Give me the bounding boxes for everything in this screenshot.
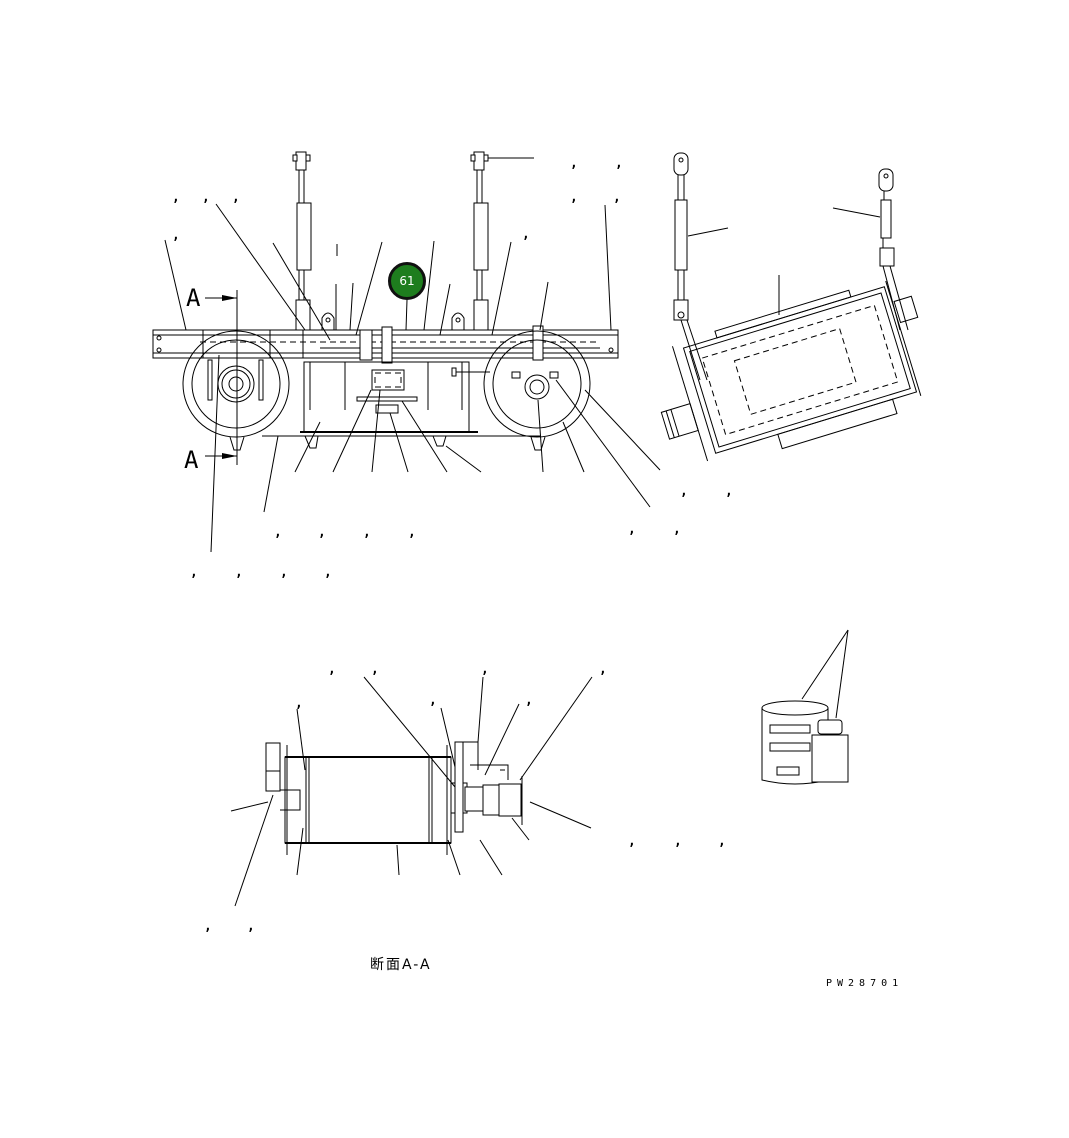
svg-text:,: , <box>615 156 623 171</box>
svg-text:,: , <box>680 484 688 499</box>
svg-text:,: , <box>525 693 533 708</box>
front-view: A A <box>152 151 661 553</box>
svg-text:,: , <box>570 156 578 171</box>
right-wheel <box>483 330 591 451</box>
svg-text:,: , <box>363 525 371 540</box>
section-label: 断面A-A <box>370 957 432 973</box>
section-letter-top: A <box>186 284 201 312</box>
svg-text:,: , <box>429 693 437 708</box>
svg-text:,: , <box>202 190 210 205</box>
svg-text:,: , <box>318 525 326 540</box>
leader-lines-front <box>164 203 661 553</box>
svg-text:,: , <box>613 190 621 205</box>
svg-text:,: , <box>673 522 681 537</box>
svg-text:,: , <box>628 834 636 849</box>
svg-text:,: , <box>522 227 530 242</box>
svg-text:,: , <box>324 565 332 580</box>
svg-text:,: , <box>674 834 682 849</box>
svg-text:,: , <box>408 525 416 540</box>
svg-text:,: , <box>718 834 726 849</box>
svg-text:,: , <box>328 662 336 677</box>
svg-text:,: , <box>481 662 489 677</box>
right-suspension-rod <box>470 151 534 331</box>
svg-text:,: , <box>232 190 240 205</box>
consumables-icon <box>761 629 849 785</box>
svg-text:,: , <box>570 190 578 205</box>
frame-beam <box>152 312 619 364</box>
svg-text:,: , <box>247 919 255 934</box>
tilted-view <box>660 152 922 462</box>
drawing-id: PW28701 <box>826 978 904 989</box>
svg-text:,: , <box>190 565 198 580</box>
callout-number: 61 <box>399 274 415 288</box>
reference-label-separators: ,, ,,, ,, ,, ,, ,, ,,,, ,,,, ,,,, ,,, ,,… <box>172 156 733 934</box>
svg-text:,: , <box>280 565 288 580</box>
section-marker: A A <box>184 284 238 474</box>
svg-text:,: , <box>172 228 180 243</box>
central-housing <box>262 361 540 449</box>
section-a-a-view <box>230 676 593 907</box>
svg-text:,: , <box>371 662 379 677</box>
svg-text:,: , <box>599 662 607 677</box>
svg-text:,: , <box>274 525 282 540</box>
svg-text:,: , <box>725 484 733 499</box>
svg-text:,: , <box>235 565 243 580</box>
section-letter-bottom: A <box>184 446 199 474</box>
svg-text:,: , <box>628 522 636 537</box>
svg-text:,: , <box>204 919 212 934</box>
callout-badge[interactable]: 61 <box>388 262 426 300</box>
svg-text:,: , <box>172 190 180 205</box>
svg-text:,: , <box>295 696 303 711</box>
